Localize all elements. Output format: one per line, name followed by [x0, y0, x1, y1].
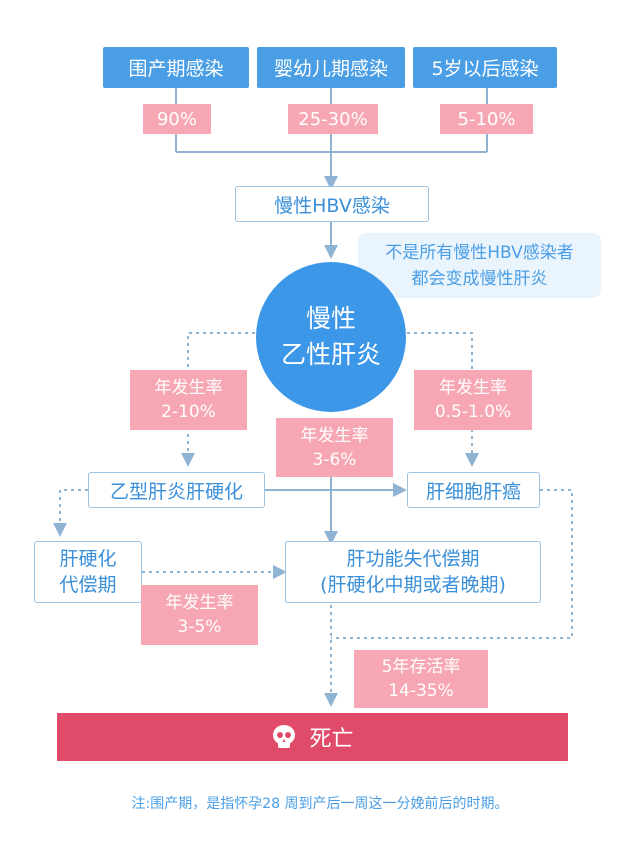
- compensated-line-2: 代偿期: [59, 574, 117, 596]
- chronic-hepatitis-b-circle: 慢性 乙性肝炎: [256, 262, 406, 412]
- rate-to-decompensated-label: 年发生率: [300, 425, 369, 446]
- skull-icon: [273, 725, 296, 748]
- rate-to-cirrhosis-value: 2-10%: [161, 402, 216, 422]
- decompensated-line-1: 肝功能失代偿期: [346, 548, 480, 570]
- dotted-to-compensated: [53, 489, 88, 537]
- callout-bubble: 不是所有慢性HBV感染者 都会变成慢性肝炎: [358, 233, 601, 298]
- rate-perinatal: 90%: [143, 104, 211, 134]
- decompensated-stage: 肝功能失代偿期 (肝硬化中期或者晚期): [285, 541, 541, 603]
- hepatitis-line-2: 乙性肝炎: [280, 340, 381, 369]
- compensated-cirrhosis: 肝硬化 代偿期: [34, 541, 142, 603]
- death-label: 死亡: [309, 727, 354, 752]
- rate-to-cancer: 年发生率 0.5-1.0%: [414, 370, 532, 430]
- callout-line-1: 不是所有慢性HBV感染者: [385, 242, 574, 263]
- rate-to-cancer-label: 年发生率: [439, 378, 507, 398]
- rate-to-cancer-value: 0.5-1.0%: [434, 402, 512, 422]
- survival-value: 14-35%: [388, 681, 454, 701]
- rate-comp-value: 3-5%: [177, 617, 222, 637]
- stage-after5: 5岁以后感染: [413, 47, 557, 88]
- stage-perinatal: 围产期感染: [103, 47, 249, 88]
- decompensated-line-2: (肝硬化中期或者晚期): [320, 574, 506, 596]
- rate-to-cirrhosis: 年发生率 2-10%: [130, 370, 247, 430]
- five-year-survival: 5年存活率 14-35%: [354, 650, 488, 708]
- footnote: 注:围产期，是指怀孕28 周到产后一周这一分娩前后的时期。: [131, 796, 509, 812]
- rate-after5: 5-10%: [440, 104, 533, 134]
- callout-line-2: 都会变成慢性肝炎: [411, 268, 548, 289]
- rate-to-decompensated-value: 3-6%: [312, 449, 357, 470]
- compensated-line-1: 肝硬化: [59, 548, 117, 570]
- stage-infant: 婴幼儿期感染: [257, 47, 405, 88]
- rate-to-cirrhosis-label: 年发生率: [154, 378, 223, 398]
- dotted-to-cirrhosis: [181, 332, 255, 467]
- hepatocellular-carcinoma: 肝细胞肝癌: [407, 472, 540, 508]
- dotted-cancer-to-death: [331, 489, 573, 639]
- death-bar: 死亡: [57, 713, 568, 761]
- rate-to-decompensated: 年发生率 3-6%: [276, 418, 393, 477]
- rate-comp-label: 年发生率: [165, 593, 234, 613]
- rate-infant: 25-30%: [288, 104, 378, 134]
- chronic-hbv-infection: 慢性HBV感染: [235, 186, 429, 222]
- rate-compensated-to-decompensated: 年发生率 3-5%: [141, 585, 258, 645]
- hepatitis-line-1: 慢性: [305, 304, 356, 333]
- hepatitis-b-cirrhosis: 乙型肝炎肝硬化: [88, 472, 265, 508]
- survival-label: 5年存活率: [381, 657, 461, 677]
